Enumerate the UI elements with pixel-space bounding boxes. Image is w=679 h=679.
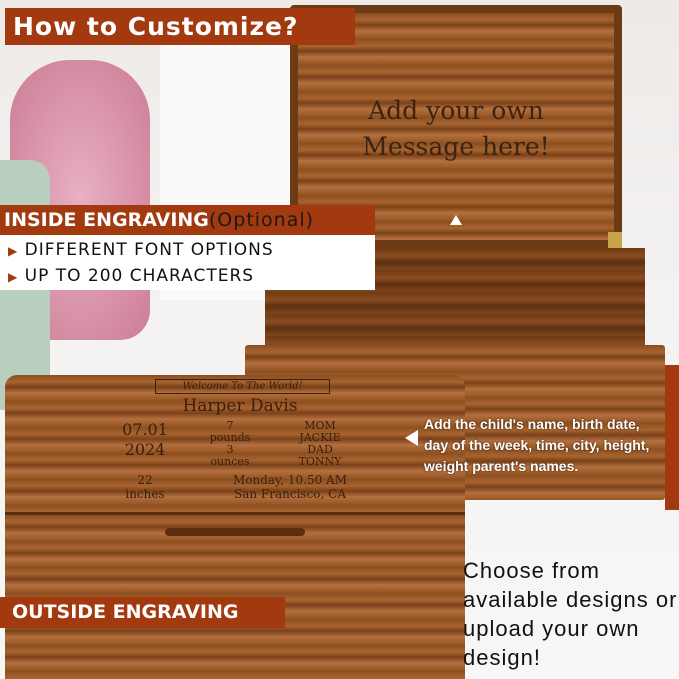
pounds-label: pounds	[209, 431, 251, 444]
inside-bullets: ▶ DIFFERENT FONT OPTIONS ▶ UP TO 200 CHA…	[0, 235, 375, 290]
ounces-label: ounces	[210, 455, 250, 468]
pounds: 7	[226, 419, 234, 432]
ounces: 3	[226, 443, 234, 456]
height: 22	[137, 473, 153, 487]
day-time: Monday, 10.50 AM	[232, 473, 347, 487]
dad: DAD	[307, 443, 333, 456]
details-note: Add the child's name, birth date, day of…	[424, 416, 650, 474]
hinge	[608, 232, 622, 250]
red-edge-bar	[665, 365, 679, 510]
closed-box-lid: Welcome To The World! Harper Davis 07.01…	[5, 375, 465, 515]
bullet-text: DIFFERENT FONT OPTIONS	[24, 240, 274, 260]
lid-message: Add your own Message here!	[298, 93, 614, 165]
height-label: inches	[125, 487, 165, 501]
lid-message-line: Add your own	[368, 96, 544, 125]
outside-engraving-banner: OUTSIDE ENGRAVING	[0, 597, 285, 628]
title-banner: How to Customize?	[5, 8, 355, 45]
bullet-item: ▶ UP TO 200 CHARACTERS	[8, 264, 375, 290]
inside-heading: INSIDE ENGRAVING	[4, 209, 209, 231]
closed-box-body	[5, 512, 465, 679]
bullet-text: UP TO 200 CHARACTERS	[24, 266, 255, 286]
lid-grip	[165, 528, 305, 536]
arrow-left-icon	[405, 430, 418, 446]
lid-message-line: Message here!	[362, 132, 550, 161]
dad-name: TONNY	[298, 455, 342, 468]
triangle-icon: ▶	[8, 244, 19, 258]
engraving-name: Harper Davis	[182, 396, 298, 416]
mom-name: JACKIE	[299, 431, 341, 444]
mom: MOM	[304, 419, 336, 432]
optional-label: (Optional)	[208, 209, 315, 231]
triangle-icon: ▶	[8, 270, 19, 284]
design-cta: Choose from available designs or upload …	[463, 558, 678, 670]
engraving-welcome: Welcome To The World!	[155, 379, 330, 394]
arrow-up-icon	[450, 215, 462, 225]
city: San Francisco, CA	[233, 487, 346, 501]
inside-engraving-banner: INSIDE ENGRAVING(Optional)	[0, 205, 375, 235]
year: 2024	[124, 440, 166, 459]
date: 07.01	[122, 420, 168, 439]
bullet-item: ▶ DIFFERENT FONT OPTIONS	[8, 238, 375, 264]
